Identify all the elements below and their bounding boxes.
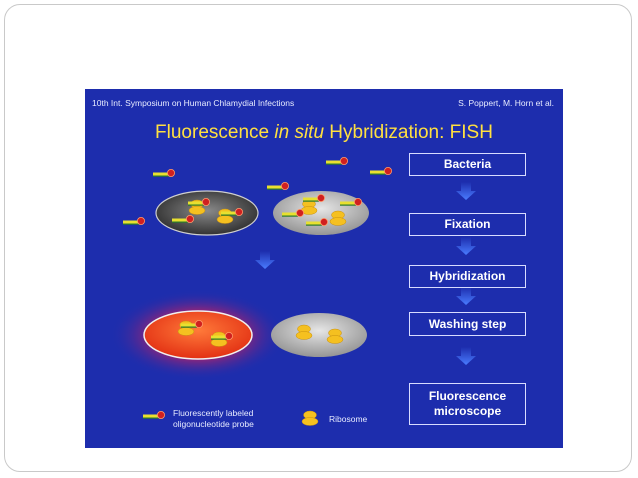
probe-icon: [266, 181, 290, 191]
down-arrow-icon: [456, 287, 476, 305]
down-arrow-icon: [456, 182, 476, 200]
step-bacteria: Bacteria: [409, 153, 526, 176]
legend-ribosome-icon: [301, 410, 319, 426]
bacterium-dark: [155, 190, 259, 236]
slide-card: 10th Int. Symposium on Human Chlamydial …: [4, 4, 632, 472]
probe-icon: [122, 216, 146, 226]
title-part-1: Fluorescence: [155, 122, 275, 143]
legend-ribosome-label: Ribosome: [329, 414, 368, 424]
probe-icon: [369, 166, 393, 176]
step-fixation: Fixation: [409, 213, 526, 236]
probe-icon: [325, 156, 349, 166]
header-right: S. Poppert, M. Horn et al.: [458, 98, 554, 108]
down-arrow-icon: [456, 237, 476, 255]
legend-probe-label: Fluorescently labeled oligonucleotide pr…: [173, 408, 254, 429]
header-left: 10th Int. Symposium on Human Chlamydial …: [92, 98, 295, 108]
down-arrow-icon: [255, 251, 275, 269]
step-hybridization: Hybridization: [409, 265, 526, 288]
legend-probe-icon: [142, 410, 166, 420]
bacterium-unlabeled: [271, 313, 367, 357]
title-part-2: Hybridization: FISH: [324, 122, 493, 143]
step-fluorescence-microscope: Fluorescence microscope: [409, 383, 526, 425]
title-italic: in situ: [274, 122, 325, 143]
probe-icon: [152, 168, 176, 178]
diagram-graphics: [110, 156, 476, 426]
step-washing: Washing step: [409, 312, 526, 336]
slide: 10th Int. Symposium on Human Chlamydial …: [85, 89, 563, 448]
down-arrow-icon: [456, 347, 476, 365]
bacterium-fluorescent: [143, 310, 253, 360]
slide-title: Fluorescence in situ Hybridization: FISH: [85, 122, 563, 144]
